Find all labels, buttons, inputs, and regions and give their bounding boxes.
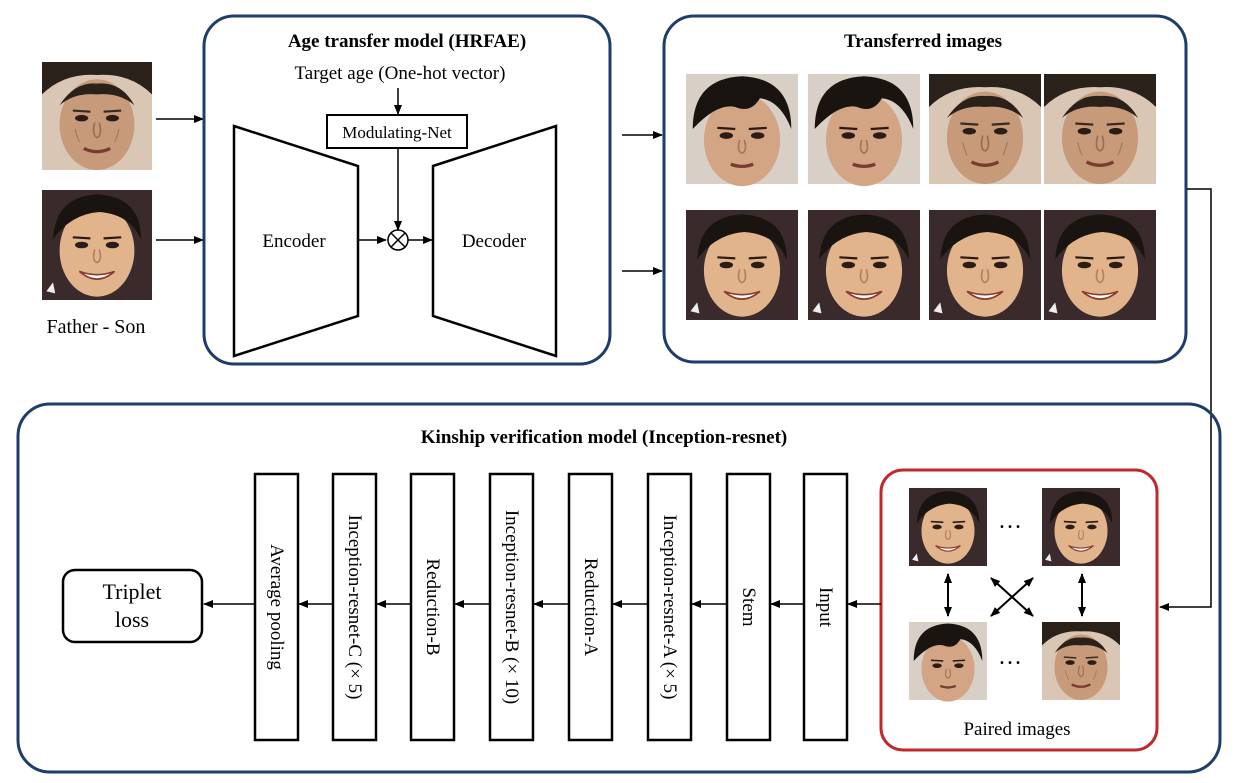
transferred-title: Transferred images — [844, 31, 1002, 52]
block-input: Input — [802, 472, 849, 742]
modulating-net-label: Modulating-Net — [342, 123, 452, 142]
triplet-loss-box — [61, 568, 204, 644]
block-reduction-b-label: Reduction-B — [422, 558, 443, 655]
block-inception-resnet-c-label: Inception-resnet-C (× 5) — [344, 515, 365, 700]
decoder-block — [431, 124, 558, 358]
block-reduction-a: Reduction-A — [567, 472, 614, 742]
block-inception-resnet-b-label: Inception-resnet-B (× 10) — [501, 510, 522, 704]
transferred-row-son — [684, 208, 1158, 322]
father-son-caption: Father - Son — [47, 316, 146, 338]
paired-ellipsis-bottom: … — [998, 644, 1022, 670]
transferred-row-father — [684, 72, 1158, 188]
father-photo — [40, 60, 154, 172]
block-reduction-b: Reduction-B — [409, 472, 456, 742]
target-age-label: Target age (One-hot vector) — [295, 63, 506, 84]
kinship-panel — [16, 402, 1222, 774]
block-stem-label: Stem — [738, 587, 759, 626]
modulating-net-box — [326, 114, 468, 149]
block-inception-resnet-b: Inception-resnet-B (× 10) — [488, 472, 535, 742]
network-blocks: Input Stem Inception-resnet-A (× 5) Redu… — [253, 472, 849, 742]
block-input-label: Input — [815, 587, 836, 628]
block-average-pooling-label: Average pooling — [266, 544, 287, 670]
son-photo — [40, 188, 154, 302]
connector-transferred-to-paired — [1159, 188, 1212, 611]
block-stem: Stem — [725, 472, 772, 742]
paired-images-panel — [879, 468, 1159, 752]
triplet-loss-line1: Triplet — [102, 579, 161, 604]
combine-operator — [387, 229, 409, 251]
block-average-pooling: Average pooling — [253, 472, 300, 742]
paired-ellipsis-top: … — [998, 508, 1022, 534]
age-transfer-panel — [202, 14, 612, 366]
encoder-block — [232, 124, 360, 358]
transferred-panel — [662, 14, 1188, 364]
decoder-label: Decoder — [462, 231, 527, 252]
block-inception-resnet-a-label: Inception-resnet-A (× 5) — [659, 515, 680, 700]
block-inception-resnet-c: Inception-resnet-C (× 5) — [331, 472, 378, 742]
paired-images-caption: Paired images — [963, 719, 1070, 740]
block-reduction-a-label: Reduction-A — [580, 558, 601, 656]
block-inception-resnet-a: Inception-resnet-A (× 5) — [646, 472, 693, 742]
kinship-title: Kinship verification model (Inception-re… — [421, 427, 787, 448]
pair-arrow-diagonal-2 — [990, 577, 1034, 617]
encoder-label: Encoder — [262, 231, 326, 252]
age-transfer-title: Age transfer model (HRFAE) — [288, 31, 526, 52]
triplet-loss-line2: loss — [115, 607, 149, 632]
